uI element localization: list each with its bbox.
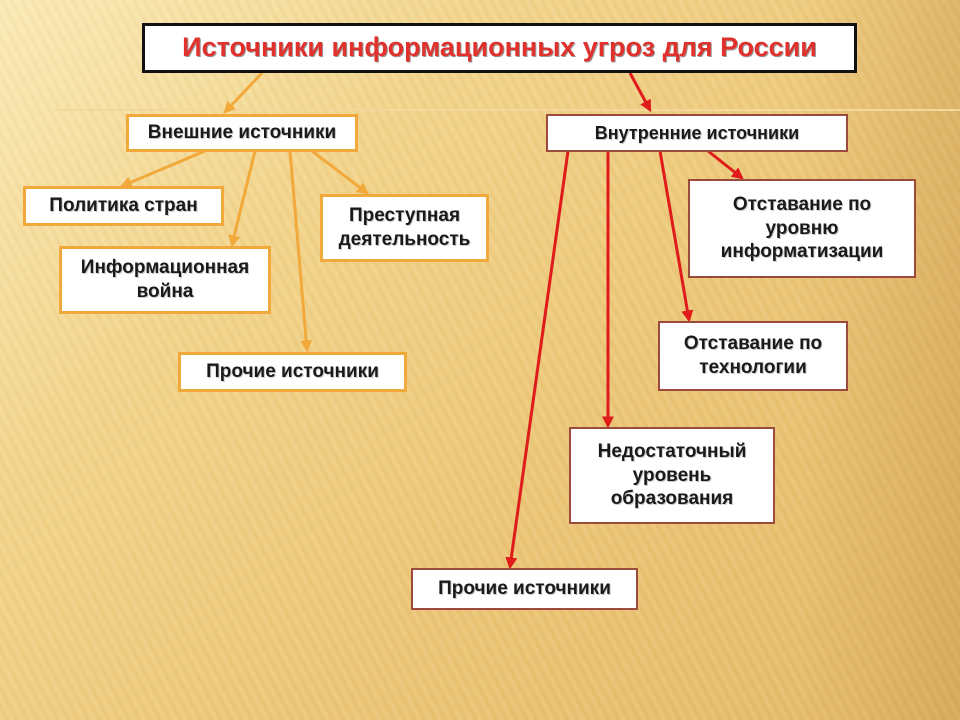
technology-lag-label-line2: технологии — [699, 357, 807, 378]
informatization-lag-box: Отставание по уровню информатизации — [688, 179, 916, 278]
internal-other-box: Прочие источники — [411, 568, 638, 610]
external-other-label: Прочие источники — [206, 361, 379, 383]
politics-box: Политика стран — [23, 186, 224, 226]
info-war-box: Информационная война — [59, 246, 271, 314]
education-level-label-line3: образования — [610, 488, 734, 510]
criminal-activity-label-line2: деятельность — [338, 229, 471, 250]
internal-sources-label: Внутренние источники — [594, 122, 800, 143]
informatization-lag-label-line3: информатизации — [720, 241, 884, 263]
external-other-box: Прочие источники — [178, 352, 407, 392]
divider-line — [55, 109, 960, 111]
connector-external-to-criminal — [311, 149, 369, 195]
diagram-title-text: Источники информационных угроз для Росси… — [182, 32, 817, 63]
external-sources-box: Внешние источники — [126, 114, 358, 152]
criminal-activity-box: Преступная деятельность — [320, 194, 489, 262]
politics-label: Политика стран — [49, 195, 198, 217]
education-level-label-line2: уровень — [632, 464, 712, 486]
connector-title-to-external — [223, 71, 264, 114]
diagram-title: Источники информационных угроз для Росси… — [142, 23, 857, 73]
technology-lag-label-line1: Отставание по — [683, 333, 823, 355]
education-level-label-line1: Недостаточный — [597, 440, 747, 462]
internal-other-label: Прочие источники — [438, 578, 611, 600]
internal-sources-box: Внутренние источники — [546, 114, 848, 152]
connector-internal-to-other — [505, 150, 570, 570]
informatization-lag-label-line1: Отставание по — [732, 193, 872, 215]
info-war-label-line1: Информационная — [80, 257, 250, 279]
education-level-box: Недостаточный уровень образования — [569, 427, 775, 524]
connector-external-to-other — [288, 150, 313, 353]
connector-external-to-infowar — [228, 150, 257, 248]
informatization-lag-label-line2: уровню — [765, 217, 839, 239]
connector-internal-to-informatization — [707, 149, 744, 180]
criminal-activity-label-line1: Преступная — [348, 205, 461, 227]
connector-internal-to-technology — [658, 150, 694, 323]
connector-title-to-internal — [628, 72, 652, 113]
info-war-label-line2: война — [136, 281, 194, 302]
technology-lag-box: Отставание по технологии — [658, 321, 848, 391]
external-sources-label: Внешние источники — [147, 122, 337, 144]
connector-external-to-politics — [119, 149, 206, 188]
